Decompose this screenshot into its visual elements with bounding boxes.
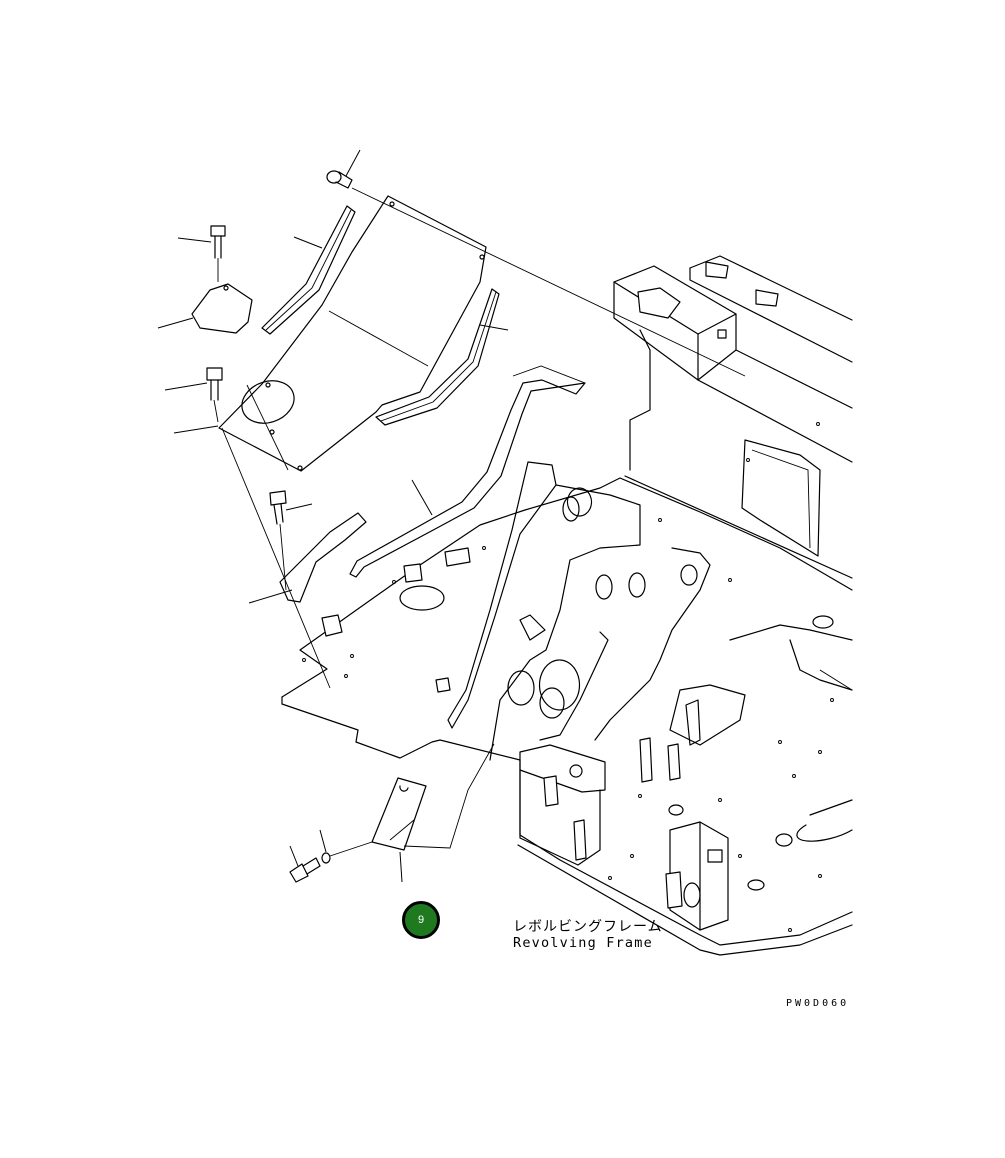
- drawing-code: PW0D060: [786, 998, 850, 1009]
- callout-number: 9: [417, 914, 425, 926]
- frame-details-right: [639, 615, 853, 891]
- bolt-bottom-left: [289, 841, 373, 883]
- console-box: [613, 265, 737, 471]
- boom-bracket: [447, 461, 711, 761]
- bolt-mid-left: [164, 367, 223, 423]
- bolt-upper-left: [177, 225, 226, 282]
- frame-label-english: Revolving Frame: [513, 935, 653, 951]
- callout-badge-9[interactable]: 9: [402, 901, 440, 939]
- frame-label-japanese: レボルビングフレーム: [513, 919, 663, 935]
- deck-blocks: [321, 547, 471, 693]
- leader-plate-left: [173, 425, 219, 434]
- small-plate: [157, 283, 253, 334]
- guide-line-left-2: [246, 384, 289, 471]
- seal-strip-right: [375, 288, 509, 426]
- washer: [319, 829, 331, 864]
- small-bracket: [248, 512, 367, 604]
- cover-plate: [218, 195, 487, 472]
- rear-beam: [689, 255, 853, 557]
- guide-line-left: [221, 427, 331, 689]
- frame-holes: [302, 422, 834, 932]
- seal-strip-left: [261, 205, 356, 335]
- rear-bracket: [665, 821, 729, 931]
- curved-rail: [349, 365, 586, 578]
- frame-deck: [281, 475, 853, 956]
- bolt-top: [326, 149, 361, 189]
- guide-line-top: [351, 187, 746, 377]
- bolt-middle: [269, 490, 313, 591]
- access-cover: [371, 743, 495, 883]
- lower-bracket: [519, 744, 606, 866]
